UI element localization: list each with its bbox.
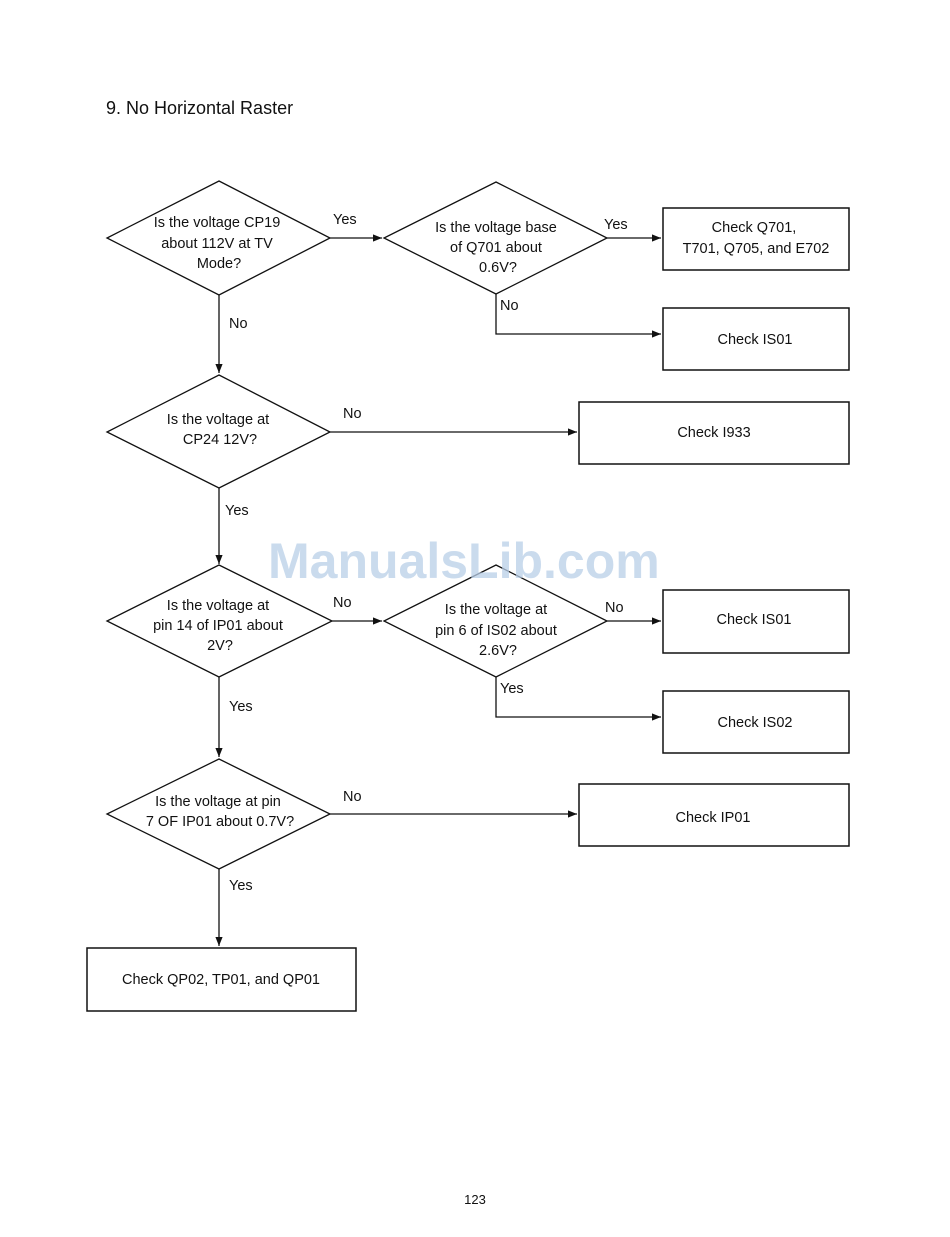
edge-label-d5-no: No: [605, 600, 624, 616]
decision-text-ip01-pin7: Is the voltage at pin 7 OF IP01 about 0.…: [146, 794, 294, 830]
edge-label-d6-yes: Yes: [229, 878, 253, 894]
edge-label-d4-yes: Yes: [229, 699, 253, 715]
decision-text-cp19: Is the voltage CP19 about 112V at TV Mod…: [154, 215, 285, 272]
decision-text-cp24: Is the voltage at CP24 12V?: [167, 412, 273, 448]
action-box-check-i933: [578, 401, 850, 465]
edge-label-d3-yes: Yes: [225, 503, 249, 519]
edge-label-d1-yes: Yes: [333, 212, 357, 228]
action-text-check-is02: Check IS02: [718, 715, 793, 731]
action-box-check-is01-top: [662, 307, 850, 371]
action-text-check-is01-top: Check IS01: [718, 332, 793, 348]
edge-label-d2-no: No: [500, 298, 519, 314]
decision-diamond-cp19: [105, 180, 332, 296]
action-text-check-is01-mid: Check IS01: [717, 612, 792, 628]
action-text-check-q701: Check Q701, T701, Q705, and E702: [683, 220, 830, 257]
decision-diamond-is02-pin6: [382, 564, 609, 678]
action-box-check-ip01: [578, 783, 850, 847]
edge-label-d4-no: No: [333, 595, 352, 611]
decision-diamond-cp24: [105, 374, 332, 489]
page-title: 9. No Horizontal Raster: [106, 98, 294, 118]
decision-text-q701: Is the voltage base of Q701 about 0.6V?: [435, 220, 561, 276]
edge-label-d1-no: No: [229, 316, 248, 332]
edge-label-d5-yes: Yes: [500, 681, 524, 697]
action-box-check-is01-mid: [662, 589, 850, 654]
action-box-check-q701: [662, 207, 850, 271]
edge-label-d2-yes: Yes: [604, 217, 628, 233]
action-box-check-qp02: [86, 947, 357, 1012]
page-number: 123: [464, 1192, 486, 1207]
action-text-check-i933: Check I933: [677, 425, 750, 441]
edge-label-d3-no: No: [343, 406, 362, 422]
watermark: ManualsLib.com: [268, 533, 660, 589]
decision-diamond-q701: [382, 181, 609, 295]
connector-d2-no: [495, 294, 661, 338]
decision-text-is02-pin6: Is the voltage at pin 6 of IS02 about 2.…: [435, 602, 561, 659]
action-text-check-ip01: Check IP01: [676, 810, 751, 826]
action-box-check-is02: [662, 690, 850, 754]
edge-label-d6-no: No: [343, 789, 362, 805]
decision-diamond-ip01-pin7: [105, 758, 332, 870]
action-text-check-qp02: Check QP02, TP01, and QP01: [122, 972, 320, 988]
decision-diamond-ip01-pin14: [105, 564, 334, 678]
decision-text-ip01-pin14: Is the voltage at pin 14 of IP01 about 2…: [153, 598, 287, 654]
connector-d5-yes: [495, 677, 661, 721]
